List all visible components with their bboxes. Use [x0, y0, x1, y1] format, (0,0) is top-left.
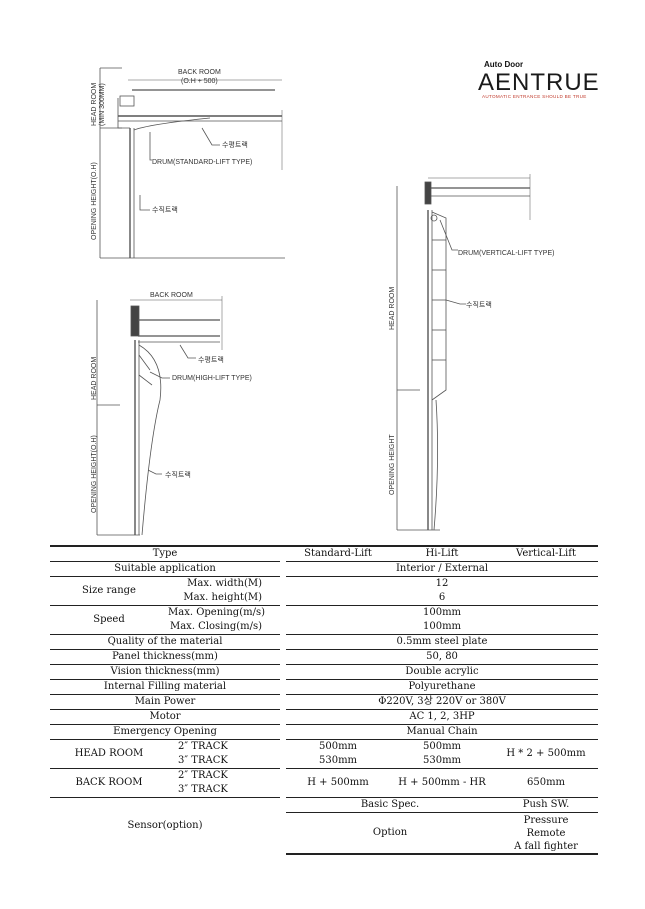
row-max-height: Max. height(M) 6 [50, 591, 598, 606]
row-head-room-3: 3″ TRACK 530mm 530mm [50, 754, 598, 769]
motor-label: Motor [50, 709, 281, 725]
label-vertical-track-1: 수직트랙 [152, 205, 178, 214]
label-drum-vertical: DRUM(VERTICAL-LIFT TYPE) [458, 250, 554, 257]
head-room-label: HEAD ROOM [50, 739, 168, 769]
closing-value: 100mm [422, 621, 462, 632]
head-std-2: 500mm [286, 739, 391, 754]
row-type: Type Standard-Lift Hi-Lift Vertical-Lift [50, 545, 599, 562]
back-room-label: BACK ROOM [50, 768, 168, 798]
back-hi: H + 500mm - HR [390, 768, 495, 798]
material-value: 0.5mm steel plate [286, 634, 599, 650]
filling-label: Internal Filling material [50, 679, 281, 695]
label-back-room-1: BACK ROOM [178, 69, 221, 76]
filling-value: Polyurethane [286, 679, 599, 695]
label-back-room-2: BACK ROOM [150, 292, 193, 299]
label-head-room-1: HEAD ROOM [91, 83, 98, 126]
type-hi: Hi-Lift [390, 545, 495, 562]
type-vertical: Vertical-Lift [494, 545, 599, 562]
max-height-value: 6 [438, 592, 446, 603]
max-width-label: Max. width(M) [168, 576, 281, 591]
label-back-room-formula: (O.H + 500) [181, 78, 218, 85]
option-list: Pressure Remote A fall fighter [494, 812, 599, 855]
row-motor: Motor AC 1, 2, 3HP [50, 709, 599, 725]
vision-value: Double acrylic [286, 664, 599, 680]
option-fall-fighter: A fall fighter [514, 840, 578, 852]
row-sensor-basic: Sensor(option) Basic Spec. Push SW. [50, 797, 599, 854]
speed-label: Speed [50, 605, 168, 635]
drawing-standard-lift [99, 67, 285, 259]
drawing-high-lift [96, 296, 223, 536]
row-emergency: Emergency Opening Manual Chain [50, 724, 599, 740]
head-track-2: 2″ TRACK [168, 739, 281, 754]
material-label: Quality of the material [50, 634, 281, 650]
basic-spec-label: Basic Spec. [286, 797, 495, 813]
row-filling: Internal Filling material Polyurethane [50, 679, 599, 695]
label-horizontal-track-2: 수평트랙 [198, 355, 224, 364]
row-sensor-option: Option Pressure Remote A fall fighter [50, 812, 599, 855]
motor-value: AC 1, 2, 3HP [286, 709, 599, 725]
brand-logo: Auto Door AENTRUE AUTOMATIC ENTRANCE SHO… [478, 58, 603, 104]
logo-brand: AENTRUE [478, 69, 600, 96]
head-std-3: 530mm [318, 755, 358, 766]
label-head-room-2: HEAD ROOM [91, 357, 98, 400]
logo-tagline: Auto Door [484, 60, 524, 69]
size-label: Size range [50, 576, 168, 606]
back-std: H + 500mm [286, 768, 391, 798]
sensor-label: Sensor(option) [50, 797, 281, 854]
head-hi-2: 500mm [390, 739, 495, 754]
row-material: Quality of the material 0.5mm steel plat… [50, 634, 599, 650]
vision-label: Vision thickness(mm) [50, 664, 281, 680]
row-back-room-3: 3″ TRACK [50, 783, 598, 798]
row-head-room-2: HEAD ROOM 2″ TRACK 500mm 500mm H * 2 + 5… [50, 739, 599, 769]
max-width-value: 12 [286, 576, 599, 591]
suitable-label: Suitable application [50, 561, 281, 577]
label-drum-standard: DRUM(STANDARD-LIFT TYPE) [152, 159, 252, 166]
panel-value: 50, 80 [286, 649, 599, 665]
row-opening: Speed Max. Opening(m/s) 100mm [50, 605, 599, 635]
row-vision: Vision thickness(mm) Double acrylic [50, 664, 599, 680]
emergency-value: Manual Chain [286, 724, 599, 740]
label-horizontal-track-1: 수평트랙 [222, 140, 248, 149]
opening-value: 100mm [286, 605, 599, 620]
drawing-vertical-lift [396, 174, 531, 531]
closing-label: Max. Closing(m/s) [169, 621, 263, 632]
panel-label: Panel thickness(mm) [50, 649, 281, 665]
label-vertical-track-3: 수직트랙 [466, 300, 492, 309]
label-opening-height-3: OPENING HEIGHT [389, 434, 396, 495]
emergency-label: Emergency Opening [50, 724, 281, 740]
label-vertical-track-2: 수직트랙 [165, 470, 191, 479]
back-vertical: 650mm [494, 768, 599, 798]
head-vertical: H * 2 + 500mm [494, 739, 599, 769]
logo-slogan: AUTOMATIC ENTRANCE SHOULD BE TRUE [482, 94, 587, 99]
label-head-room-3: HEAD ROOM [389, 287, 396, 330]
back-track-3: 3″ TRACK [178, 784, 228, 795]
option-pressure: Pressure [523, 814, 569, 826]
head-hi-3: 530mm [422, 755, 462, 766]
row-panel: Panel thickness(mm) 50, 80 [50, 649, 599, 665]
row-closing: Max. Closing(m/s) 100mm [50, 620, 598, 635]
technical-drawings: BACK ROOM (O.H + 500) HEAD ROOM (MIN 300… [91, 67, 554, 536]
power-value: Φ220V, 3상 220V or 380V [286, 694, 599, 710]
back-track-2: 2″ TRACK [168, 768, 281, 783]
push-sw-value: Push SW. [494, 797, 599, 813]
head-track-3: 3″ TRACK [178, 755, 228, 766]
label-opening-height-2: OPENING HEIGHT(O.H) [91, 435, 98, 513]
max-height-label: Max. height(M) [183, 592, 263, 603]
option-label: Option [286, 812, 495, 855]
suitable-value: Interior / External [286, 561, 599, 577]
row-max-width: Size range Max. width(M) 12 [50, 576, 599, 606]
label-opening-height-1: OPENING HEIGHT(O.H) [91, 162, 98, 240]
type-standard: Standard-Lift [286, 545, 391, 562]
type-label: Type [50, 545, 281, 562]
row-suitable: Suitable application Interior / External [50, 561, 599, 577]
label-head-room-min: (MIN 300MM) [99, 83, 106, 126]
row-power: Main Power Φ220V, 3상 220V or 380V [50, 694, 599, 710]
power-label: Main Power [50, 694, 281, 710]
spec-table: Type Standard-Lift Hi-Lift Vertical-Lift… [50, 545, 599, 855]
row-back-room-2: BACK ROOM 2″ TRACK H + 500mm H + 500mm -… [50, 768, 599, 798]
opening-label: Max. Opening(m/s) [168, 605, 281, 620]
option-remote: Remote [526, 827, 566, 839]
label-drum-high: DRUM(HIGH-LIFT TYPE) [172, 375, 252, 382]
